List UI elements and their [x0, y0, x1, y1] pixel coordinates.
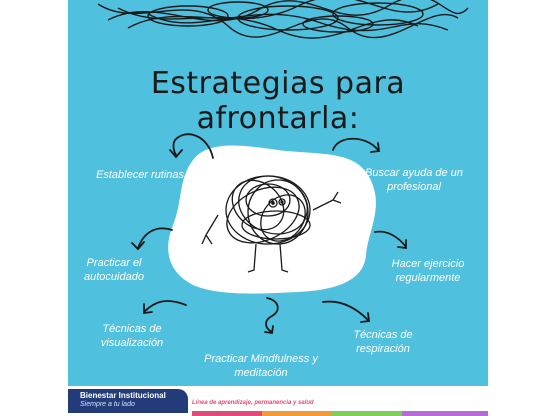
- brand-badge: Bienestar Institucional Siempre a tu lad…: [68, 389, 188, 413]
- arrow-icon-routines: [169, 133, 214, 159]
- strategy-selfcare: Practicar el autocuidado: [84, 257, 144, 283]
- brand-tagline: Siempre a tu lado: [80, 401, 135, 408]
- arrow-icon-mindfulness: [264, 297, 279, 335]
- illustration: [97, 0, 469, 335]
- footer-stripe-orange: [262, 411, 332, 416]
- arrow-icon-breathing: [322, 300, 371, 323]
- brand-name: Bienestar Institucional: [80, 391, 166, 400]
- blob-shape: [168, 145, 376, 294]
- page-title: Estrategias para afrontarla:: [150, 66, 406, 136]
- arrow-icon-professional: [332, 137, 381, 153]
- arrow-icon-visualization: [143, 300, 187, 315]
- strategy-visualization: Técnicas de visualización: [100, 323, 164, 349]
- arrow-icon-selfcare: [131, 227, 173, 251]
- strategy-routines: Establecer rutinas: [96, 169, 185, 181]
- strategy-professional: Buscar ayuda de un profesional: [365, 167, 463, 193]
- poster: Estrategias para afrontarla: Establecer …: [68, 0, 488, 416]
- scribble-character-icon: [201, 175, 342, 273]
- strategy-breathing: Técnicas de respiración: [353, 329, 413, 355]
- top-scribble-icon: [97, 0, 469, 39]
- footer-stripe-green: [332, 411, 402, 416]
- strategy-mindfulness: Practicar Mindfulness y meditación: [204, 353, 318, 379]
- footer-stripe-pink: [192, 411, 262, 416]
- footer-stripe-purple: [402, 411, 488, 416]
- arrow-icon-exercise: [374, 230, 407, 250]
- footer-line-label: Línea de aprendizaje, permanencia y salu…: [192, 400, 314, 406]
- strategy-exercise: Hacer ejercicio regularmente: [391, 258, 465, 284]
